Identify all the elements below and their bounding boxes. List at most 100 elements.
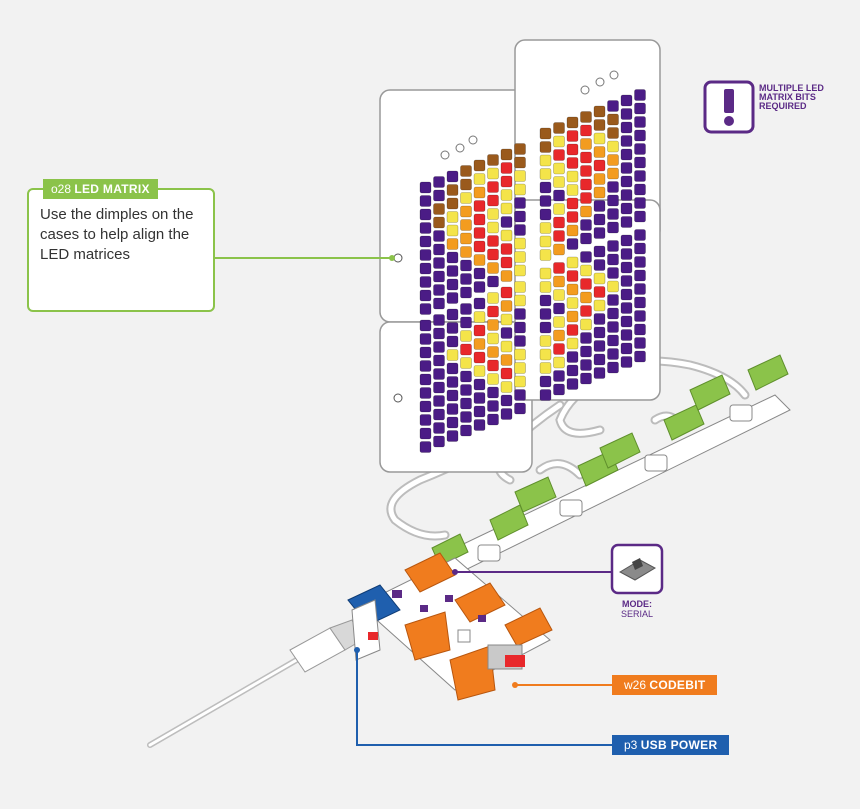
- led-pixel: [419, 333, 432, 345]
- led-pixel: [433, 284, 445, 296]
- matrix-tag-code: o28: [51, 182, 72, 196]
- led-pixel: [553, 135, 565, 148]
- led-pixel: [419, 262, 432, 275]
- led-pixel: [553, 289, 565, 301]
- led-pixel: [634, 242, 646, 255]
- led-pixel: [553, 122, 565, 134]
- led-pixel: [500, 162, 513, 174]
- led-pixel: [473, 392, 486, 404]
- led-pixel: [620, 302, 633, 314]
- led-pixel: [620, 135, 633, 147]
- led-pixel: [433, 216, 445, 229]
- led-pixel: [566, 256, 579, 269]
- led-pixel: [580, 291, 592, 304]
- usb-power-bit: [347, 584, 401, 661]
- led-pixel: [620, 162, 633, 174]
- led-pixel: [500, 394, 513, 407]
- matrix-callout-line: [215, 255, 395, 261]
- led-pixel: [620, 234, 633, 247]
- led-pixel: [539, 249, 552, 261]
- led-pixel: [433, 368, 445, 380]
- mode-label-block: MODE: SERIAL: [612, 599, 662, 619]
- led-pixel: [514, 308, 526, 320]
- led-pixel: [460, 411, 472, 423]
- led-pixel: [539, 294, 552, 307]
- led-pixel: [460, 303, 472, 315]
- led-pixel: [419, 249, 432, 261]
- led-pixel: [487, 305, 499, 318]
- led-pixel: [446, 416, 459, 429]
- led-pixel: [553, 216, 565, 229]
- led-pixel: [473, 254, 486, 266]
- led-pixel: [620, 329, 633, 341]
- led-pixel: [460, 192, 472, 204]
- led-pixel: [580, 345, 592, 358]
- led-pixel: [419, 208, 432, 221]
- led-pixel: [580, 151, 592, 164]
- led-pixel: [514, 237, 526, 250]
- led-pixel: [500, 202, 513, 215]
- led-pixel: [593, 367, 606, 379]
- led-pixel: [500, 340, 513, 353]
- led-pixel: [566, 143, 579, 156]
- led-pixel: [553, 370, 565, 382]
- led-pixel: [566, 283, 579, 296]
- led-pixel: [433, 341, 445, 353]
- codebit-tag-code: w26: [624, 678, 647, 692]
- led-pixel: [539, 127, 552, 140]
- led-pixel: [460, 165, 472, 177]
- led-pixel: [419, 195, 432, 207]
- matrix-tag-name: LED MATRIX: [74, 182, 150, 196]
- led-pixel: [580, 178, 592, 191]
- led-pixel: [620, 261, 633, 274]
- led-pixel: [553, 275, 565, 288]
- led-pixel: [419, 276, 432, 288]
- led-pixel: [460, 330, 472, 342]
- led-pixel: [487, 413, 499, 426]
- led-pixel: [514, 143, 526, 155]
- led-pixel: [580, 165, 592, 177]
- led-pixel: [446, 322, 459, 334]
- led-pixel: [607, 181, 619, 193]
- led-pixel: [607, 361, 619, 374]
- led-pixel: [634, 229, 646, 241]
- led-pixel: [539, 168, 552, 180]
- mode-callout: [452, 543, 664, 595]
- led-pixel: [607, 348, 619, 360]
- led-pixel: [634, 197, 646, 209]
- led-pixel: [539, 208, 552, 221]
- led-pixel: [607, 208, 619, 220]
- led-pixel: [553, 149, 565, 161]
- led-pixel: [580, 205, 592, 218]
- led-pixel: [634, 337, 646, 349]
- led-pixel: [419, 400, 432, 413]
- led-pixel: [446, 376, 459, 388]
- led-pixel: [566, 378, 579, 390]
- led-pixel: [566, 116, 579, 129]
- led-pixel: [460, 316, 472, 329]
- led-pixel: [500, 243, 513, 255]
- led-pixel: [419, 441, 432, 453]
- led-pixel: [446, 265, 459, 277]
- led-pixel: [487, 346, 499, 358]
- led-pixel: [593, 353, 606, 366]
- led-pixel: [553, 189, 565, 202]
- led-pixel: [607, 240, 619, 252]
- led-pixel: [433, 354, 445, 367]
- led-pixel: [473, 311, 486, 323]
- usb-power-tag: p3 USB POWER: [612, 735, 730, 755]
- matrix-callout-box: [27, 188, 215, 312]
- led-pixel: [487, 319, 499, 331]
- led-pixel: [607, 100, 619, 112]
- led-pixel: [580, 278, 592, 290]
- led-pixel: [473, 419, 486, 431]
- led-pixel: [566, 224, 579, 237]
- led-pixel: [539, 389, 552, 401]
- led-pixel: [620, 202, 633, 215]
- led-pixel: [514, 281, 526, 293]
- led-pixel: [593, 213, 606, 226]
- led-pixel: [419, 346, 432, 359]
- led-pixel: [446, 278, 459, 291]
- led-pixel: [634, 102, 646, 115]
- led-pixel: [553, 243, 565, 256]
